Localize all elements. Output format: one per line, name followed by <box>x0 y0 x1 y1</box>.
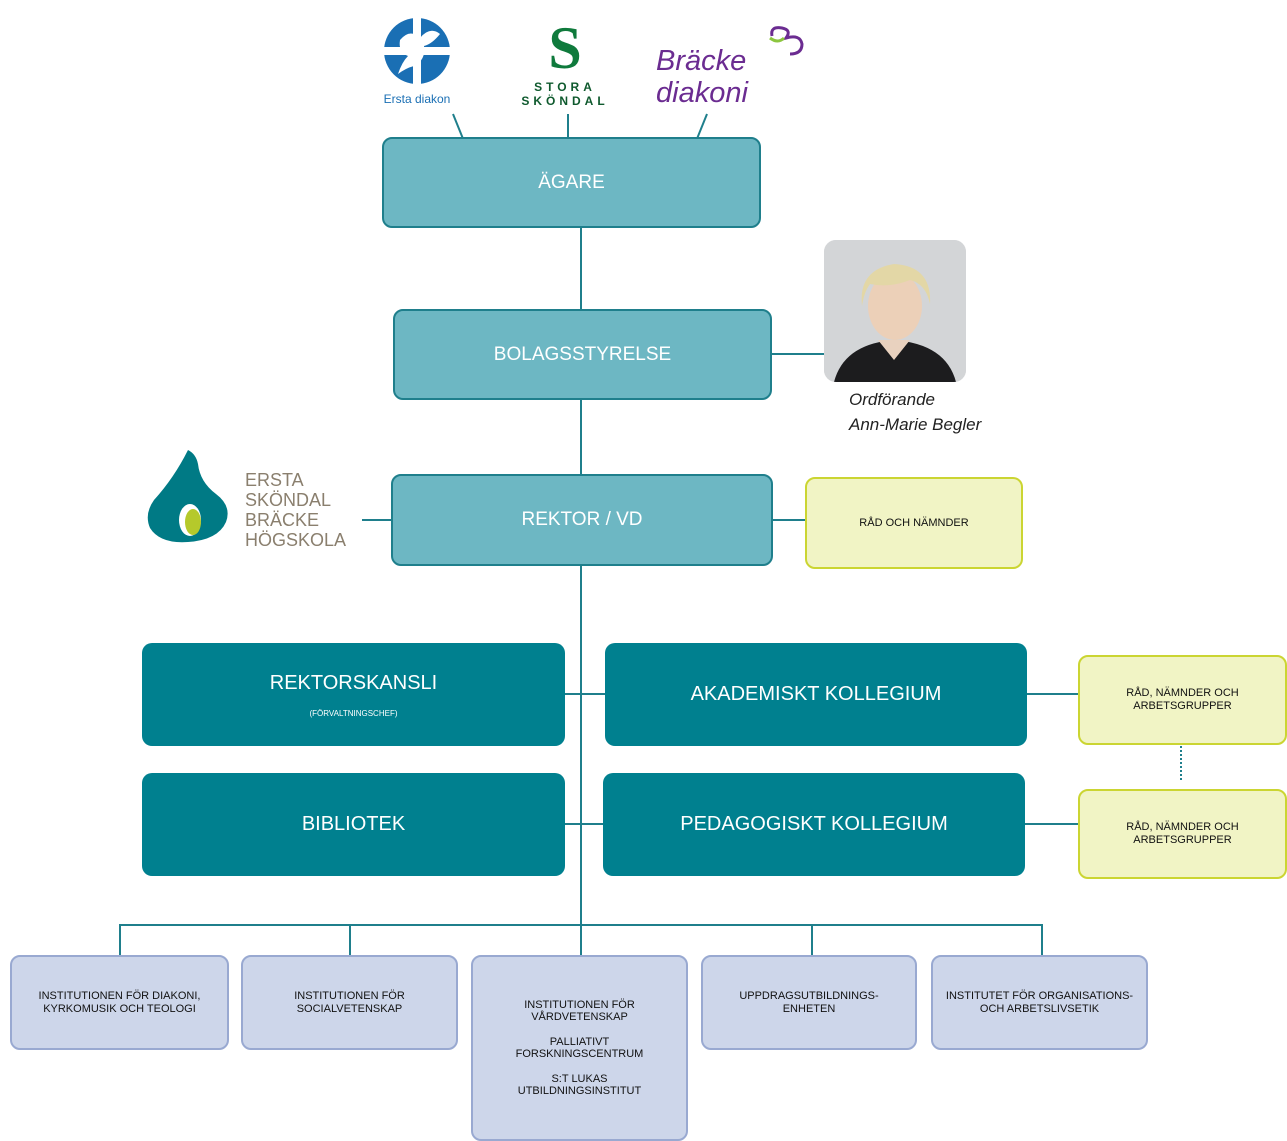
ersta-dove-cross-icon <box>384 16 450 86</box>
unit-organisationsetik-label: INSTITUTET FÖR ORGANISATIONS- OCH ARBETS… <box>945 990 1134 1015</box>
node-rad-grupper-2[interactable]: RÅD, NÄMNDER OCH ARBETSGRUPPER <box>1078 789 1287 879</box>
node-rad-och-namnder-label: RÅD OCH NÄMNDER <box>859 516 969 529</box>
esbh-logo-text-2: SKÖNDAL <box>245 490 332 510</box>
unit-palliativt-label: PALLIATIVT FORSKNINGSCENTRUM <box>515 1035 644 1061</box>
node-rektorskansli-sub: (FÖRVALTNINGSCHEF) <box>309 708 398 718</box>
node-bolagsstyrelse-label: BOLAGSSTYRELSE <box>493 343 672 365</box>
node-rektorskansli[interactable]: REKTORSKANSLI (FÖRVALTNINGSCHEF) <box>142 643 565 746</box>
node-pedagogiskt-kollegium-label: PEDAGOGISKT KOLLEGIUM <box>680 813 948 835</box>
unit-stlukas-label: S:T LUKAS UTBILDNINGSINSTITUT <box>517 1072 642 1098</box>
esbh-logo-text-3: BRÄCKE <box>245 510 320 530</box>
connector-stora-agare <box>567 114 569 138</box>
esbh-logo-text-1: ERSTA <box>245 470 304 490</box>
node-bibliotek[interactable]: BIBLIOTEK <box>142 773 565 876</box>
node-rad-grupper-2-label: RÅD, NÄMNDER OCH ARBETSGRUPPER <box>1126 821 1239 846</box>
connector-board-chair <box>772 353 824 355</box>
connector-unit-3 <box>580 924 582 956</box>
node-rektor[interactable]: REKTOR / VD <box>391 474 773 566</box>
node-rad-och-namnder[interactable]: RÅD OCH NÄMNDER <box>805 477 1023 569</box>
node-rad-grupper-1[interactable]: RÅD, NÄMNDER OCH ARBETSGRUPPER <box>1078 655 1287 745</box>
dotted-connector <box>1180 746 1182 780</box>
chair-name: Ann-Marie Begler <box>849 415 982 434</box>
bracke-loop-icon <box>769 26 804 56</box>
unit-uppdragsutbildning[interactable]: UPPDRAGSUTBILDNINGS-ENHETEN <box>701 955 917 1050</box>
unit-uppdragsutbildning-label: UPPDRAGSUTBILDNINGS-ENHETEN <box>739 990 879 1015</box>
connector-pedagogiskt-rad <box>1025 823 1079 825</box>
connector-unit-5 <box>1041 924 1043 956</box>
ersta-logo-text: Ersta diakon <box>383 92 451 106</box>
chair-portrait-icon <box>824 240 966 382</box>
connector-bracke-agare <box>696 113 708 139</box>
stora-s-mark-icon: S <box>548 15 582 81</box>
node-rad-grupper-1-label: RÅD, NÄMNDER OCH ARBETSGRUPPER <box>1126 687 1239 712</box>
node-agare-label: ÄGARE <box>538 171 605 193</box>
bracke-diakoni-logo: Bräcke diakoni <box>654 24 814 116</box>
stora-skondal-logo: S STORA SKÖNDAL <box>510 18 620 118</box>
node-pedagogiskt-kollegium[interactable]: PEDAGOGISKT KOLLEGIUM <box>603 773 1025 876</box>
chair-role: Ordförande <box>849 390 935 409</box>
bracke-logo-line1: Bräcke <box>656 45 747 77</box>
node-rektorskansli-label: REKTORSKANSLI <box>269 671 438 694</box>
esbh-flame-icon <box>147 450 228 543</box>
connector-main-spine <box>580 227 582 926</box>
node-bibliotek-label: BIBLIOTEK <box>301 813 406 835</box>
connector-bibliotek-pedagogiskt <box>565 823 603 825</box>
connector-logo-rektor <box>362 519 392 521</box>
node-bolagsstyrelse[interactable]: BOLAGSSTYRELSE <box>393 309 772 400</box>
unit-socialvetenskap-label: INSTITUTIONEN FÖR SOCIALVETENSKAP <box>294 990 405 1015</box>
connector-unit-4 <box>811 924 813 956</box>
stora-logo-line1: STORA <box>534 80 596 94</box>
node-akademiskt-kollegium-label: AKADEMISKT KOLLEGIUM <box>690 683 942 705</box>
unit-vardvetenskap-label: INSTITUTIONEN FÖR VÅRDVETENSKAP <box>524 998 635 1024</box>
connector-rektor-rad <box>772 519 806 521</box>
bracke-logo-line2: diakoni <box>656 77 748 109</box>
node-akademiskt-kollegium[interactable]: AKADEMISKT KOLLEGIUM <box>605 643 1027 746</box>
unit-socialvetenskap[interactable]: INSTITUTIONEN FÖR SOCIALVETENSKAP <box>241 955 458 1050</box>
node-rektor-label: REKTOR / VD <box>521 509 643 530</box>
esbh-logo-text-4: HÖGSKOLA <box>245 530 347 550</box>
stora-logo-line2: SKÖNDAL <box>521 94 609 108</box>
connector-kansli-akademiskt <box>565 693 605 695</box>
connector-unit-1 <box>119 924 121 956</box>
unit-vardvetenskap[interactable]: INSTITUTIONEN FÖR VÅRDVETENSKAP PALLIATI… <box>471 955 688 1141</box>
ersta-diakoni-logo: Ersta diakon <box>376 14 458 114</box>
unit-organisationsetik[interactable]: INSTITUTET FÖR ORGANISATIONS- OCH ARBETS… <box>931 955 1148 1050</box>
unit-diakoni-label: INSTITUTIONEN FÖR DIAKONI, KYRKOMUSIK OC… <box>38 990 201 1015</box>
connector-unit-2 <box>349 924 351 956</box>
connector-akademiskt-rad <box>1027 693 1079 695</box>
unit-diakoni[interactable]: INSTITUTIONEN FÖR DIAKONI, KYRKOMUSIK OC… <box>10 955 229 1050</box>
node-agare[interactable]: ÄGARE <box>382 137 761 228</box>
connector-ersta-agare <box>452 113 464 139</box>
chair-photo <box>824 240 966 382</box>
esbh-logo: ERSTA SKÖNDAL BRÄCKE HÖGSKOLA <box>144 448 354 550</box>
